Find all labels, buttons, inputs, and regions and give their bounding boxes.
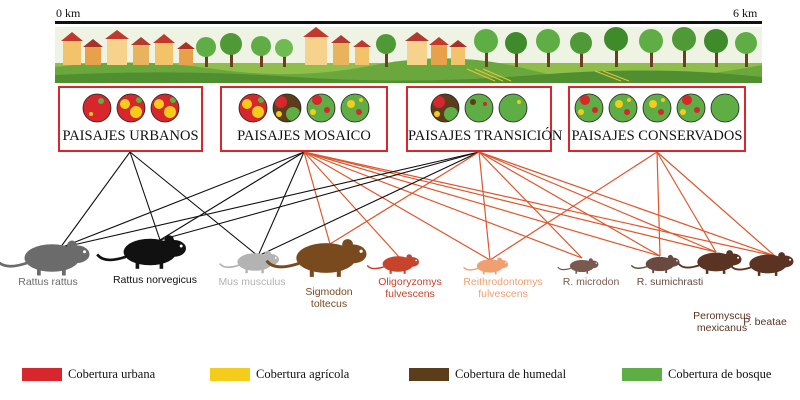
- legend-label-urbana: Cobertura urbana: [68, 367, 156, 381]
- circles-conservados: [570, 92, 744, 129]
- link-transicion-sigmodon_toltecus: [329, 151, 480, 245]
- link-conservados-r_sumichrasti: [656, 151, 661, 257]
- box-paisajes-conservados: PAISAJES CONSERVADOS: [568, 86, 746, 152]
- landcover-circle: [116, 93, 145, 123]
- rodent-icon-rattus_norvegicus: [96, 235, 186, 269]
- box-paisajes-transicion: PAISAJES TRANSICIÓN: [406, 86, 563, 152]
- link-mosaico-r_microdon: [303, 151, 583, 259]
- link-mosaico-r_sumichrasti: [303, 151, 661, 257]
- scale-label-end: 6 km: [733, 6, 758, 20]
- rodent-icon-oligoryzomys_fulvescens: [366, 254, 419, 274]
- link-transicion-r_sumichrasti: [478, 151, 661, 257]
- box-paisajes-urbanos: PAISAJES URBANOS: [58, 86, 203, 152]
- legend-label-bosque: Cobertura de bosque: [668, 367, 772, 381]
- link-conservados-peromyscus_mexicanus: [656, 151, 717, 253]
- rodent-icon-sigmodon_toltecus: [265, 239, 367, 277]
- landcover-circle: [430, 93, 460, 123]
- landcover-circle: [710, 93, 740, 123]
- link-transicion-p_beatae: [478, 151, 776, 257]
- landcover-circle: [306, 93, 336, 123]
- link-mosaico-sigmodon_toltecus: [303, 151, 331, 245]
- species-label-mus_musculus: Mus musculus: [218, 276, 286, 288]
- legend-swatch-bosque: [622, 368, 662, 381]
- box-paisajes-mosaico: PAISAJES MOSAICO: [220, 86, 388, 152]
- rodent-icon-r_microdon: [557, 258, 599, 274]
- rodent-icon-reithrodontomys_fulvescens: [463, 257, 508, 275]
- rodent-icon-peromyscus_mexicanus: [677, 250, 742, 274]
- link-conservados-reithrodontomys_fulvescens: [489, 151, 658, 261]
- species-label-r_microdon: R. microdon: [562, 276, 620, 288]
- trees-group: [196, 27, 757, 67]
- species-label-rattus_rattus: Rattus rattus: [18, 276, 78, 288]
- link-transicion-r_microdon: [478, 151, 583, 259]
- link-transicion-rattus_rattus: [59, 151, 480, 249]
- link-transicion-rattus_norvegicus: [159, 151, 480, 241]
- rodent-icon-r_sumichrasti: [630, 254, 680, 274]
- link-transicion-mus_musculus: [257, 151, 480, 257]
- landcover-circle: [608, 93, 638, 123]
- landcover-circle: [574, 93, 604, 123]
- houses-group: [61, 27, 467, 65]
- link-mosaico-rattus_rattus: [59, 151, 305, 249]
- rodent-icon-p_beatae: [729, 252, 794, 276]
- landcover-circle: [150, 93, 179, 123]
- legend-label-agricola: Cobertura agrícola: [256, 367, 350, 381]
- circles-mosaico: [222, 92, 386, 129]
- crop-rows: [466, 68, 630, 82]
- circles-transicion: [408, 92, 550, 129]
- landcover-circle: [498, 93, 528, 123]
- legend-swatch-agricola: [210, 368, 250, 381]
- link-mosaico-peromyscus_mexicanus: [303, 151, 717, 253]
- rodent-icon-mus_musculus: [219, 250, 279, 274]
- landcover-circle: [642, 93, 672, 123]
- link-conservados-p_beatae: [656, 151, 776, 257]
- legend-swatch-urbana: [22, 368, 62, 381]
- title-paisajes-urbanos: PAISAJES URBANOS: [62, 128, 199, 144]
- link-mosaico-oligoryzomys_fulvescens: [303, 151, 401, 259]
- link-mosaico-p_beatae: [303, 151, 776, 257]
- title-paisajes-mosaico: PAISAJES MOSAICO: [237, 128, 371, 144]
- link-urbanos-rattus_rattus: [59, 151, 131, 249]
- species-label-r_sumichrasti: R. sumichrasti: [636, 276, 704, 288]
- rodent-icon-rattus_rattus: [0, 240, 90, 276]
- legend-label-humedal: Cobertura de humedal: [455, 367, 567, 381]
- landcover-circle: [272, 93, 302, 123]
- species-label-rattus_norvegicus: Rattus norvegicus: [112, 274, 198, 286]
- landcover-circle: [82, 93, 111, 123]
- link-transicion-peromyscus_mexicanus: [478, 151, 717, 253]
- landscape-illustration: [55, 27, 762, 83]
- scale-bar: [55, 21, 762, 24]
- link-urbanos-mus_musculus: [129, 151, 259, 257]
- scale-label-start: 0 km: [56, 6, 81, 20]
- legend-swatch-humedal: [409, 368, 449, 381]
- landcover-circle: [464, 93, 494, 123]
- link-mosaico-reithrodontomys_fulvescens: [303, 151, 491, 261]
- title-paisajes-transicion: PAISAJES TRANSICIÓN: [408, 128, 563, 144]
- landcover-circle: [676, 93, 706, 123]
- title-paisajes-conservados: PAISAJES CONSERVADOS: [571, 128, 743, 144]
- link-mosaico-rattus_norvegicus: [159, 151, 305, 241]
- landcover-circle: [340, 93, 370, 123]
- landcover-circle: [238, 93, 268, 123]
- circles-urbanos: [60, 92, 201, 129]
- link-transicion-reithrodontomys_fulvescens: [478, 151, 491, 261]
- link-urbanos-rattus_norvegicus: [129, 151, 161, 241]
- species-label-p_beatae: P. beatae: [743, 316, 787, 328]
- link-mosaico-mus_musculus: [257, 151, 305, 257]
